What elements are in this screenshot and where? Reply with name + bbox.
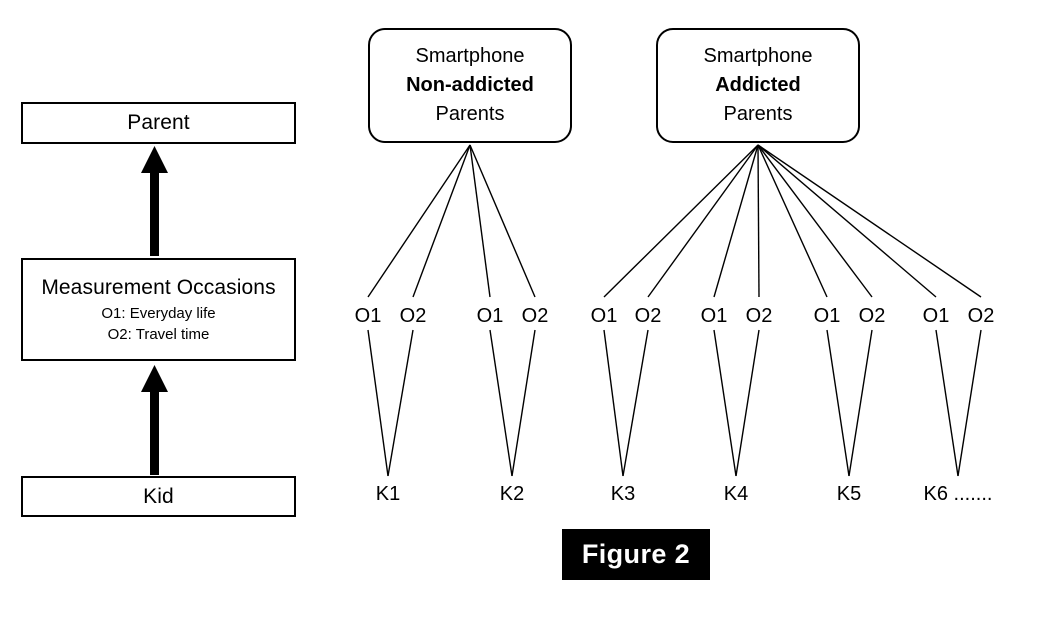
- fan-line-addicted-K3-O2: [647, 144, 759, 298]
- v-line-O1-to-K2: [489, 329, 513, 477]
- group-box-addicted: Smartphone Addicted Parents: [656, 28, 860, 143]
- level-box-kid: Kid: [21, 476, 296, 517]
- occasion-label-non-addicted-K1-o2: O2: [399, 305, 427, 327]
- occasion-label-non-addicted-K1-o1: O1: [354, 305, 382, 327]
- level-sub-o1: O1: Everyday life: [101, 304, 216, 322]
- fan-line-addicted-K5-O1: [757, 144, 828, 298]
- v-line-O1-to-K1: [367, 329, 389, 477]
- v-line-O2-to-K2: [511, 329, 536, 477]
- group-line-2: Addicted: [715, 74, 801, 96]
- occasion-label-addicted-K5-o2: O2: [858, 305, 886, 327]
- kid-label-k4: K4: [723, 483, 749, 505]
- v-line-O2-to-K6: [957, 329, 982, 477]
- fan-line-addicted-K4-O2: [757, 144, 760, 298]
- level-box-parent: Parent: [21, 102, 296, 144]
- group-line-1: Smartphone: [415, 45, 525, 67]
- level-sub-o2: O2: Travel time: [107, 325, 210, 343]
- fan-line-addicted-K6-O2: [757, 144, 982, 298]
- occasion-label-non-addicted-K2-o2: O2: [521, 305, 549, 327]
- level-title-parent: Parent: [127, 111, 190, 134]
- occasion-label-addicted-K4-o2: O2: [745, 305, 773, 327]
- occasion-label-addicted-K3-o1: O1: [590, 305, 618, 327]
- occasion-label-addicted-K6-o2: O2: [967, 305, 995, 327]
- fan-line-addicted-K6-O1: [757, 144, 937, 298]
- v-line-O1-to-K3: [603, 329, 624, 477]
- occasion-label-addicted-K5-o1: O1: [813, 305, 841, 327]
- v-line-O1-to-K6: [935, 329, 959, 477]
- kid-label-k2: K2: [499, 483, 525, 505]
- fan-line-addicted-K4-O1: [713, 144, 759, 298]
- figure-caption: Figure 2: [562, 529, 710, 580]
- fan-line-non-addicted-K2-O1: [469, 144, 491, 298]
- occasion-label-non-addicted-K2-o1: O1: [476, 305, 504, 327]
- kid-label-k3: K3: [610, 483, 636, 505]
- fan-line-non-addicted-K1-O1: [367, 144, 471, 298]
- occasion-label-addicted-K6-o1: O1: [922, 305, 950, 327]
- v-line-O1-to-K5: [826, 329, 850, 477]
- arrow-measurement-to-parent: [141, 146, 168, 256]
- group-box-non-addicted: Smartphone Non-addicted Parents: [368, 28, 572, 143]
- v-line-O2-to-K4: [735, 329, 760, 477]
- group-line-3: Parents: [723, 103, 793, 125]
- occasion-label-addicted-K3-o2: O2: [634, 305, 662, 327]
- group-line-1: Smartphone: [703, 45, 813, 67]
- v-line-O2-to-K5: [848, 329, 873, 477]
- fan-line-non-addicted-K2-O2: [469, 144, 536, 298]
- v-line-O1-to-K4: [713, 329, 737, 477]
- v-line-O2-to-K1: [387, 329, 414, 477]
- level-box-measurement-occasions: Measurement Occasions O1: Everyday life …: [21, 258, 296, 361]
- level-title-kid: Kid: [143, 484, 174, 508]
- kid-label-k6: K6 .......: [923, 483, 993, 505]
- fan-line-addicted-K5-O2: [757, 144, 873, 298]
- kid-label-k5: K5: [836, 483, 862, 505]
- fan-line-non-addicted-K1-O2: [412, 144, 471, 298]
- arrow-kid-to-measurement: [141, 365, 168, 475]
- group-line-2: Non-addicted: [406, 74, 534, 96]
- occasion-label-addicted-K4-o1: O1: [700, 305, 728, 327]
- v-line-O2-to-K3: [622, 329, 649, 477]
- group-line-3: Parents: [435, 103, 505, 125]
- kid-label-k1: K1: [375, 483, 401, 505]
- fan-line-addicted-K3-O1: [603, 144, 759, 298]
- level-title-measurement-occasions: Measurement Occasions: [41, 275, 276, 299]
